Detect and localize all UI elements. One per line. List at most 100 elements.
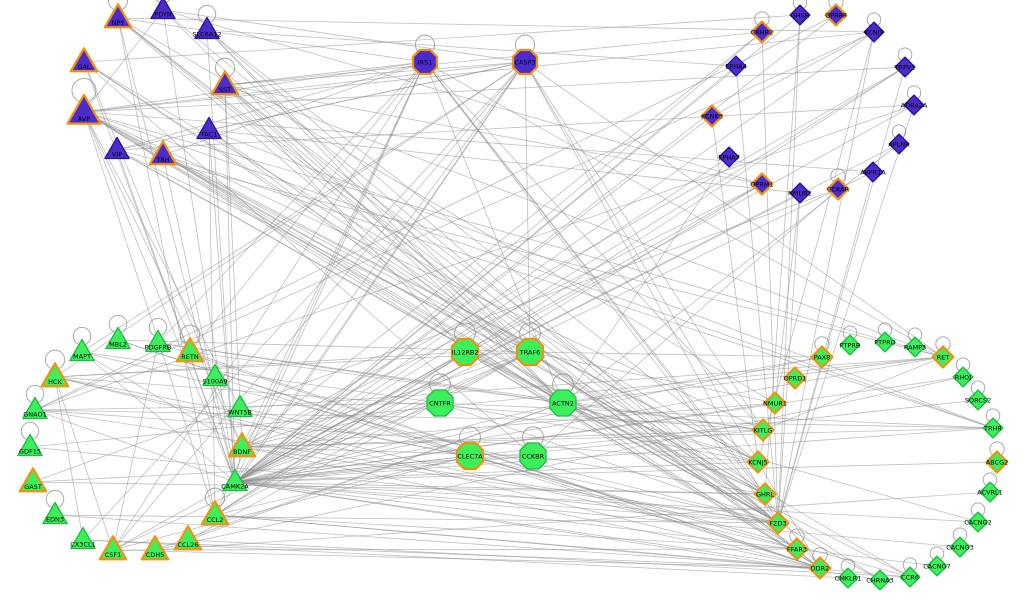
- node-GAL[interactable]: GAL: [69, 47, 99, 73]
- edge-NPY-DDR2: [117, 17, 821, 569]
- octagon-node-shape: [515, 337, 545, 367]
- node-CCKAR[interactable]: CCKAR: [826, 177, 850, 201]
- node-TRPV1[interactable]: TRPV1: [894, 56, 916, 78]
- edge-ADRA2A-CAMK2A: [234, 104, 915, 483]
- node-MAPT[interactable]: MAPT: [69, 338, 95, 362]
- node-IRS1[interactable]: IRS1: [411, 48, 439, 76]
- triangle-node-shape: [105, 326, 131, 350]
- node-GAST[interactable]: GAST: [18, 467, 48, 493]
- diamond-node-shape: [785, 537, 809, 561]
- node-PDYN[interactable]: PDYN: [150, 0, 176, 20]
- node-IL12RB2[interactable]: IL12RB2: [450, 337, 480, 367]
- diamond-node-shape: [783, 366, 807, 390]
- edge-IRS1-PDGFRB: [157, 61, 426, 344]
- edge-PDYN-FZD3: [162, 9, 779, 524]
- node-CACNG7[interactable]: CACNG7: [923, 555, 951, 577]
- edge-CAMK2A-CHRNA3: [234, 481, 881, 581]
- edge-AVP-IRS1: [83, 61, 426, 113]
- edge-SST-IL12RB2: [224, 84, 466, 353]
- triangle-node-shape: [140, 535, 170, 561]
- edge-GNAO1-CAMK2A: [34, 409, 236, 483]
- edge-CLEC7A-CCL2: [214, 455, 471, 516]
- node-ACVRL1[interactable]: ACVRL1: [977, 481, 1003, 503]
- node-MBL2[interactable]: MBL2: [105, 326, 131, 350]
- node-TRAF6[interactable]: TRAF6: [515, 337, 545, 367]
- edge-EPHA7-ACTN2: [562, 156, 730, 404]
- edge-GPR88-CAMK2A: [234, 14, 837, 483]
- node-GPR88[interactable]: GPR88: [824, 3, 848, 27]
- node-CCR6[interactable]: CCR6: [899, 566, 921, 588]
- triangle-node-shape: [69, 47, 99, 73]
- node-AVP[interactable]: AVP: [66, 93, 102, 125]
- node-SST[interactable]: SST: [210, 70, 240, 96]
- diamond-node-shape: [789, 4, 811, 26]
- edge-PDYN-OPRM1: [162, 9, 763, 185]
- edge-CCL2-FFAR3: [214, 514, 798, 550]
- node-AVPR1A[interactable]: AVPR1A: [860, 161, 886, 183]
- node-GDF15[interactable]: GDF15: [17, 433, 43, 457]
- edge-TRH-IRS1: [162, 61, 426, 156]
- node-CLEC7A[interactable]: CLEC7A: [455, 441, 485, 471]
- edge-VIP-ADRA2A: [116, 104, 915, 151]
- node-NPY[interactable]: NPY: [103, 3, 133, 29]
- node-OPRM1[interactable]: OPRM1: [750, 172, 774, 196]
- edge-ACTN2-CACNG2: [562, 402, 979, 523]
- triangle-node-shape: [173, 525, 203, 551]
- node-PTPRB[interactable]: PTPRB: [839, 334, 861, 356]
- node-GHSR[interactable]: GHSR: [789, 4, 811, 26]
- node-DDR2[interactable]: DDR2: [808, 556, 832, 580]
- edge-SST-BDNF: [224, 84, 243, 448]
- node-CNTFR[interactable]: CNTFR: [426, 389, 454, 417]
- node-CCKBR[interactable]: CCKBR: [519, 442, 547, 470]
- triangle-node-shape: [66, 93, 102, 125]
- node-CASP3[interactable]: CASP3: [511, 48, 539, 76]
- edge-CASP3-KITLG: [524, 61, 764, 431]
- edge-CRHR2-FZD3: [761, 31, 779, 524]
- node-RET[interactable]: RET: [931, 345, 955, 369]
- node-TRHR[interactable]: TRHR: [982, 417, 1004, 439]
- node-RHOJ[interactable]: RHOJ: [952, 366, 974, 388]
- node-KCNJ5[interactable]: KCNJ5: [746, 450, 770, 474]
- node-PTPRO[interactable]: PTPRO: [874, 331, 896, 353]
- node-CACNG2[interactable]: CACNG2: [964, 511, 992, 533]
- triangle-node-shape: [18, 467, 48, 493]
- edge-IL12RB2-GHRL: [464, 351, 766, 495]
- edge-ADRA2A-FZD3: [777, 104, 915, 524]
- node-HCK[interactable]: HCK: [40, 362, 70, 388]
- node-APLNR[interactable]: APLNR: [888, 133, 910, 155]
- edge-IRS1-DDR2: [424, 61, 821, 569]
- edge-SST-GHRL: [224, 84, 766, 495]
- edge-IRS1-CCL2: [214, 61, 426, 516]
- edge-TRAF6-CCL26: [187, 351, 531, 541]
- node-CRHR2[interactable]: CRHR2: [750, 20, 774, 44]
- diamond-node-shape: [982, 417, 1004, 439]
- edge-PDYN-CASP3: [162, 9, 526, 63]
- diamond-node-shape: [837, 567, 859, 589]
- node-CACNG3[interactable]: CACNG3: [946, 536, 974, 558]
- diamond-node-shape: [869, 569, 891, 591]
- octagon-node-shape: [519, 442, 547, 470]
- node-CMKLR1[interactable]: CMKLR1: [835, 567, 862, 589]
- node-RAMP3[interactable]: RAMP3: [904, 336, 926, 358]
- node-ABCG2[interactable]: ABCG2: [985, 450, 1009, 474]
- triangle-node-shape: [69, 338, 95, 362]
- diamond-node-shape: [888, 133, 910, 155]
- triangle-node-shape: [104, 136, 130, 160]
- node-CCL26[interactable]: CCL26: [173, 525, 203, 551]
- triangle-node-shape: [200, 500, 230, 526]
- edge-layer: [29, 9, 998, 581]
- node-SLC6A12[interactable]: SLC6A12: [192, 16, 222, 40]
- diamond-node-shape: [863, 21, 885, 43]
- triangle-node-shape: [40, 362, 70, 388]
- node-GNAO1[interactable]: GNAO1: [22, 396, 48, 420]
- edge-CASP3-DDR2: [524, 61, 821, 569]
- edge-NPY-KCNJ9: [117, 17, 875, 33]
- node-EDN3[interactable]: EDN3: [42, 501, 68, 525]
- node-ADRA2A[interactable]: ADRA2A: [901, 94, 928, 116]
- node-SORCS2[interactable]: SORCS2: [965, 389, 991, 411]
- node-KCNJ9[interactable]: KCNJ9: [863, 21, 885, 43]
- edge-EDN3-FZD3: [54, 514, 779, 524]
- edge-PDGFRB-KITLG: [157, 342, 764, 431]
- node-ACTN2[interactable]: ACTN2: [549, 389, 577, 417]
